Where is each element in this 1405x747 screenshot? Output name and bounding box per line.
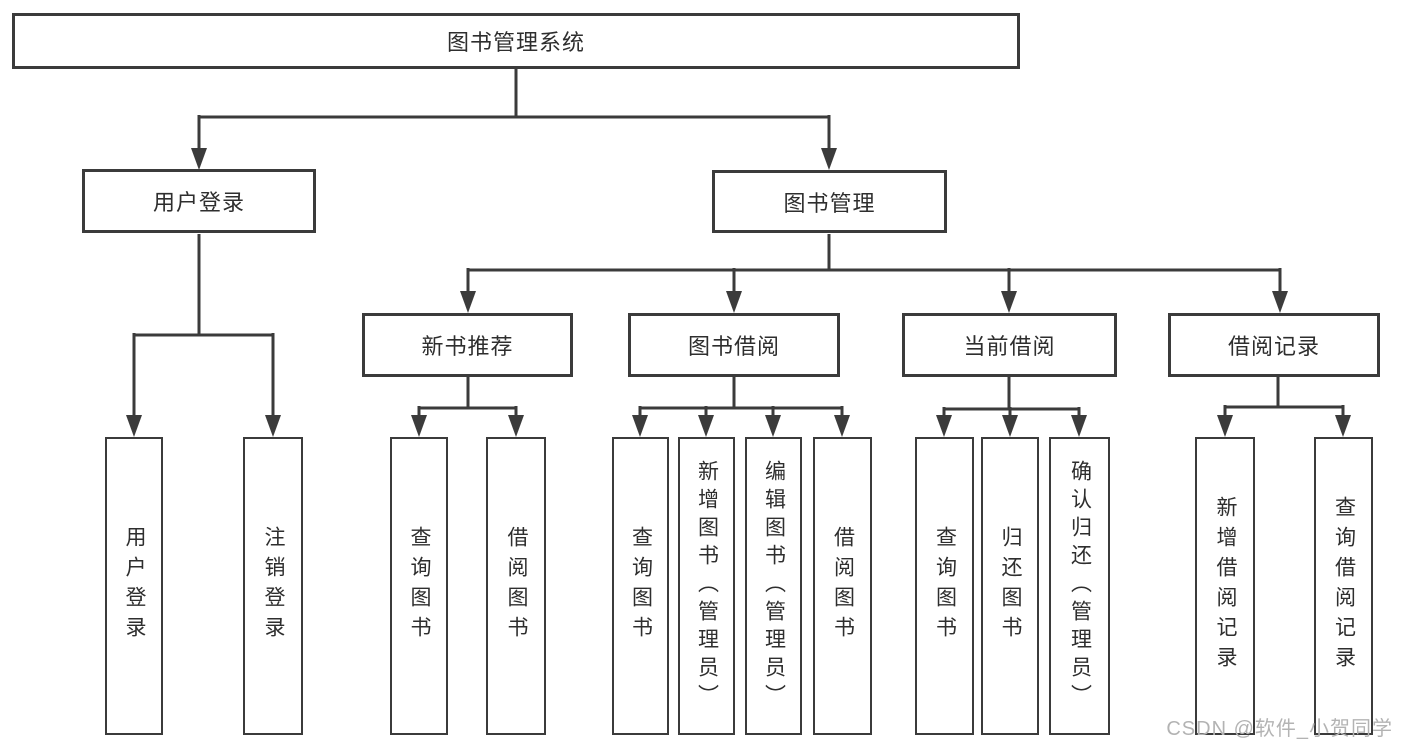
arrow-icon	[936, 415, 952, 437]
leaf-query-borrow-record: 查询借阅记录	[1314, 437, 1373, 735]
connector-borrow-record-branch	[1223, 377, 1345, 419]
arrow-icon	[821, 148, 837, 170]
arrow-icon	[834, 415, 850, 437]
leaf-add-borrow-record: 新增借阅记录	[1195, 437, 1255, 735]
leaf-add-books-admin: 新增图书（管理员）	[678, 437, 735, 735]
node-user-login: 用户登录	[82, 169, 316, 233]
leaf-borrow-books-2: 借阅图书	[813, 437, 872, 735]
leaf-confirm-return-admin: 确认归还（管理员）	[1049, 437, 1110, 735]
leaf-logout: 注销登录	[243, 437, 303, 735]
connector-user-login-branch	[132, 234, 275, 419]
node-current-borrow: 当前借阅	[902, 313, 1117, 377]
arrow-icon	[1071, 415, 1087, 437]
arrow-icon	[1001, 291, 1017, 313]
leaf-query-books: 查询图书	[390, 437, 448, 735]
leaf-query-books-2: 查询图书	[612, 437, 669, 735]
arrow-icon	[1002, 415, 1018, 437]
leaf-user-login: 用户登录	[105, 437, 163, 735]
node-library-management-system: 图书管理系统	[12, 13, 1020, 69]
connector-new-book-branch	[417, 377, 518, 419]
arrow-icon	[265, 415, 281, 437]
node-book-borrow: 图书借阅	[628, 313, 840, 377]
node-new-book-recommend: 新书推荐	[362, 313, 573, 377]
leaf-return-books: 归还图书	[981, 437, 1039, 735]
arrow-icon	[460, 291, 476, 313]
arrow-icon	[1272, 291, 1288, 313]
node-book-management: 图书管理	[712, 170, 947, 233]
arrow-icon	[726, 291, 742, 313]
arrow-icon	[508, 415, 524, 437]
connector-book-borrow-branch	[638, 377, 844, 419]
connector-current-borrow-branch	[942, 377, 1081, 419]
node-borrow-record: 借阅记录	[1168, 313, 1380, 377]
arrow-icon	[765, 415, 781, 437]
arrowheads	[126, 148, 1351, 437]
csdn-watermark: CSDN @软件_小贺同学	[1166, 718, 1393, 740]
arrow-icon	[1217, 415, 1233, 437]
connector-book-mgmt-branch	[466, 234, 1282, 295]
arrow-icon	[1335, 415, 1351, 437]
arrow-icon	[126, 415, 142, 437]
leaf-edit-books-admin: 编辑图书（管理员）	[745, 437, 802, 735]
arrow-icon	[698, 415, 714, 437]
arrow-icon	[411, 415, 427, 437]
leaf-query-books-3: 查询图书	[915, 437, 974, 735]
leaf-borrow-books: 借阅图书	[486, 437, 546, 735]
connector-root-drop	[197, 69, 831, 152]
arrow-icon	[632, 415, 648, 437]
arrow-icon	[191, 148, 207, 170]
